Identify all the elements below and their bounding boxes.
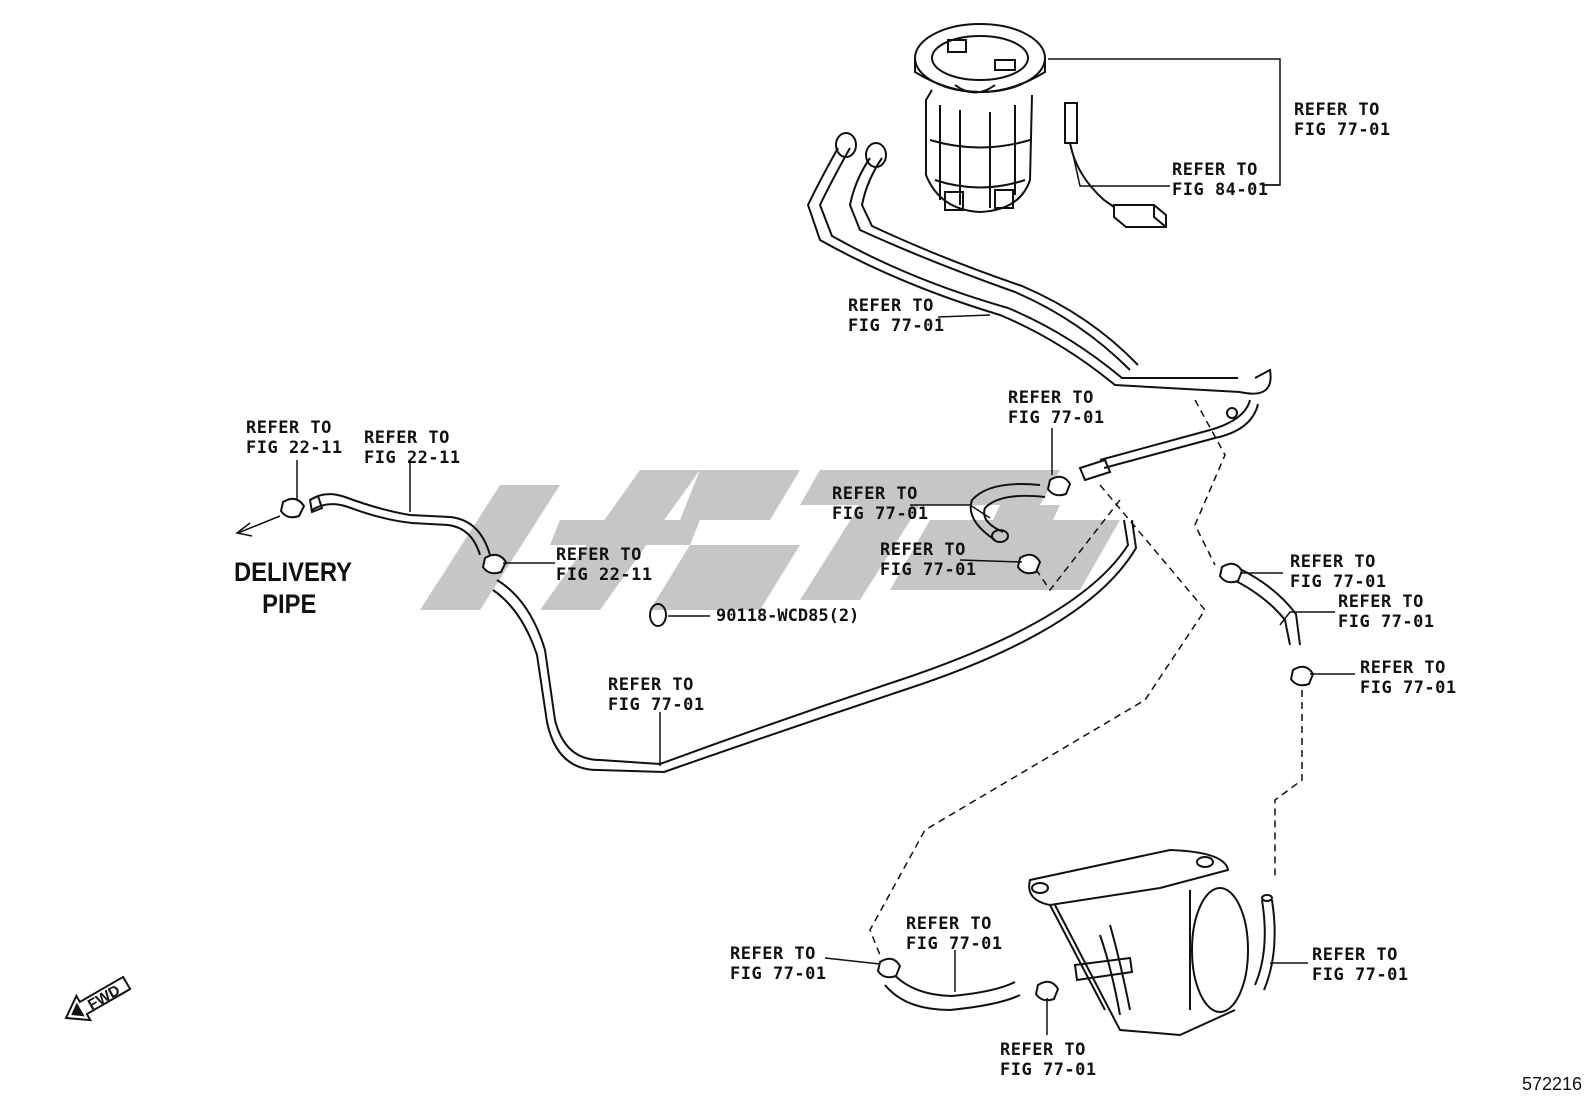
callout-right-clamp[interactable]: REFER TO FIG 77-01 — [1290, 552, 1387, 592]
callout-right-lower-clamp[interactable]: REFER TO FIG 77-01 — [1360, 658, 1457, 698]
fuel-pump-assembly — [914, 23, 1046, 214]
callout-long-line[interactable]: REFER TO FIG 77-01 — [608, 675, 705, 715]
delivery-pipe-label: DELIVERY PIPE — [234, 557, 352, 619]
watermark-logo — [420, 470, 1120, 610]
callout-left-clamp[interactable]: REFER TO FIG 22-11 — [246, 418, 343, 458]
part-number-label[interactable]: 90118-WCD85(2) — [716, 606, 860, 626]
callout-center-clamp[interactable]: REFER TO FIG 77-01 — [1008, 388, 1105, 428]
callout-fuel-pump[interactable]: REFER TO FIG 77-01 — [1294, 100, 1391, 140]
callout-left-lower-clamp[interactable]: REFER TO FIG 22-11 — [556, 545, 653, 585]
callout-bottom-clamp[interactable]: REFER TO FIG 77-01 — [730, 944, 827, 984]
callout-upper-lines[interactable]: REFER TO FIG 77-01 — [848, 296, 945, 336]
callout-right-hose[interactable]: REFER TO FIG 77-01 — [1338, 592, 1435, 632]
fuel-sender-unit — [1064, 102, 1167, 228]
leader-lines — [296, 58, 1355, 1035]
callout-center-hose[interactable]: REFER TO FIG 77-01 — [832, 484, 929, 524]
dashed-connections — [869, 399, 1303, 956]
figure-id: 572216 — [1522, 1074, 1583, 1094]
callout-left-hose[interactable]: REFER TO FIG 22-11 — [364, 428, 461, 468]
left-fuel-lines — [308, 493, 1138, 774]
center-hose — [969, 458, 1112, 543]
hose-clamp-icon — [279, 475, 1315, 1002]
charcoal-canister — [1028, 848, 1276, 1037]
fwd-arrow-icon: FWD — [64, 975, 132, 1022]
callout-center-clamp-lower[interactable]: REFER TO FIG 77-01 — [880, 540, 977, 580]
callout-canister-clamp[interactable]: REFER TO FIG 77-01 — [1000, 1040, 1097, 1080]
delivery-arrow-icon — [235, 515, 281, 537]
o-ring-icon — [649, 603, 667, 627]
callout-bottom-hose[interactable]: REFER TO FIG 77-01 — [906, 914, 1003, 954]
callout-fuel-sender[interactable]: REFER TO FIG 84-01 — [1172, 160, 1269, 200]
upper-fuel-lines — [806, 132, 1272, 469]
right-hoses — [884, 567, 1301, 1012]
callout-canister[interactable]: REFER TO FIG 77-01 — [1312, 945, 1409, 985]
